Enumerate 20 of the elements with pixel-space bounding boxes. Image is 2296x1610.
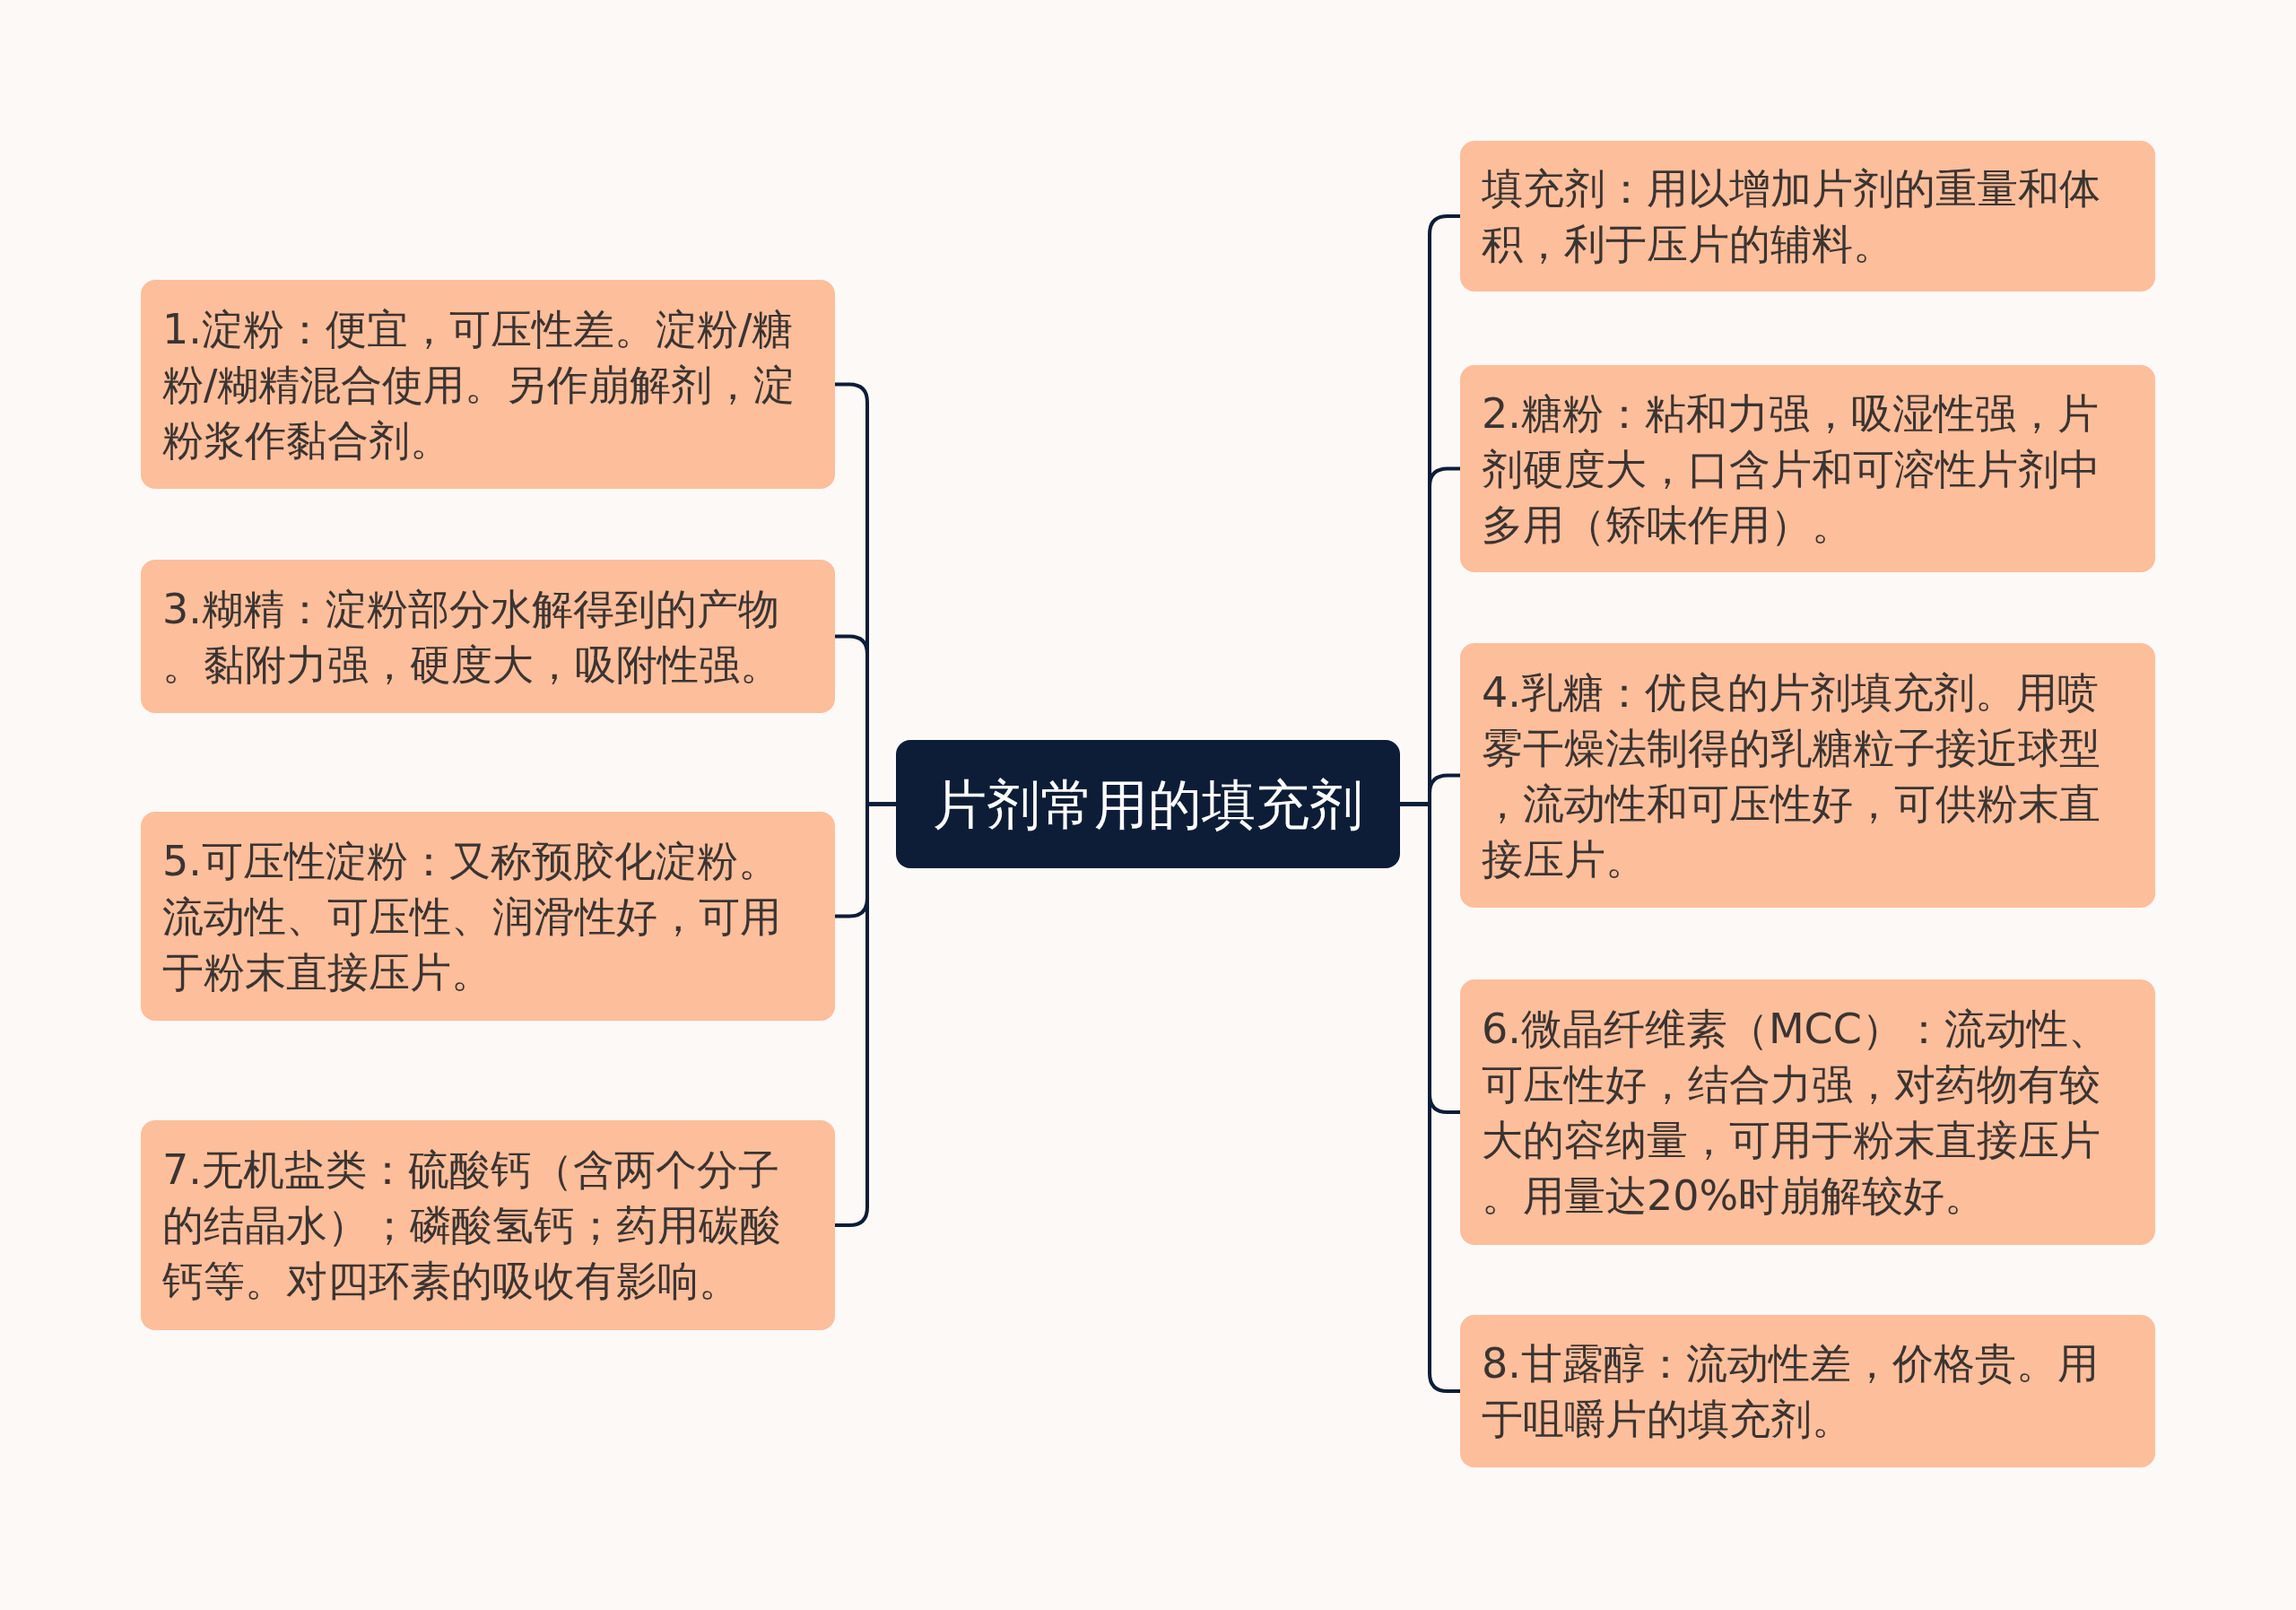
central-topic-box bbox=[896, 740, 1400, 868]
topic-note-box bbox=[141, 812, 835, 1021]
topic-note-box bbox=[141, 1120, 835, 1330]
note-text: 5.可压性淀粉：又称预胶化淀粉。流动性、可压性、润滑性好，可用于粉末直接压片。 bbox=[162, 835, 782, 998]
topic-note-box bbox=[141, 280, 835, 489]
topic-note-box bbox=[1460, 141, 2155, 292]
topic-note-box bbox=[141, 560, 835, 713]
topic-note-box bbox=[1460, 643, 2155, 908]
note-text: 8.甘露醇：流动性差，价格贵。用于咀嚼片的填充剂。 bbox=[1482, 1338, 2100, 1445]
note-text: 3.糊精：淀粉部分水解得到的产物。黏附力强，硬度大，吸附性强。 bbox=[162, 583, 782, 691]
note-text: 2.糖粉：粘和力强，吸湿性强，片剂硬度大，口含片和可溶性片剂中多用（矫味作用）。 bbox=[1482, 387, 2101, 551]
topic-note-box bbox=[1460, 365, 2155, 572]
topic-title: 片剂常用的填充剂 bbox=[933, 771, 1363, 838]
note-text: 1.淀粉：便宜，可压性差。淀粉/糖粉/糊精混合使用。另作崩解剂，淀粉浆作黏合剂。 bbox=[162, 303, 796, 466]
note-text: 7.无机盐类：硫酸钙（含两个分子的结晶水）；磷酸氢钙；药用碳酸钙等。对四环素的吸收有影响。 bbox=[162, 1144, 782, 1307]
topic-note-box bbox=[1460, 1315, 2155, 1467]
note-text: 6.微晶纤维素（MCC）：流动性、可压性好，结合力强，对药物有较大的容纳量，可用于粉末直接压片。用量达20%时崩解较好。 bbox=[1482, 1004, 2110, 1222]
topic-note-box bbox=[1460, 979, 2155, 1245]
note-text: 填充剂：用以增加片剂的重量和体积，利于压片的辅料。 bbox=[1482, 163, 2101, 270]
note-text: 4.乳糖：优良的片剂填充剂。用喷雾干燥法制得的乳糖粒子接近球型，流动性和可压性好，可供粉末直接压片。 bbox=[1482, 666, 2101, 885]
